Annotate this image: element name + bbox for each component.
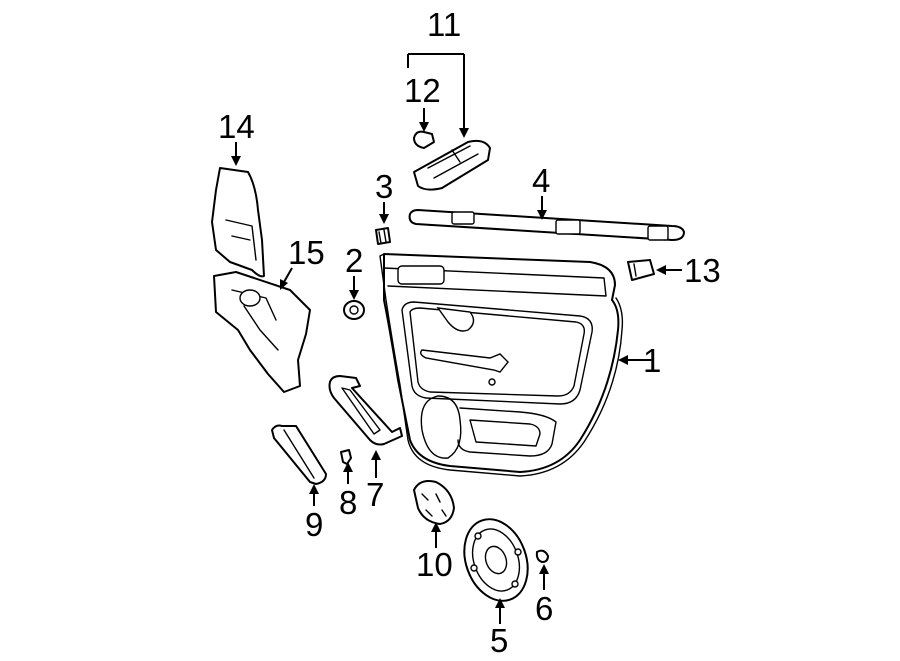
callout-15: 15 (288, 234, 325, 271)
screw-part-8 (340, 449, 352, 465)
callout-13: 13 (684, 252, 721, 289)
switch-part-11 (413, 139, 491, 191)
callout-6: 6 (535, 590, 553, 627)
callout-10: 10 (416, 546, 453, 583)
callout-7: 7 (366, 476, 384, 513)
bulb-part-12 (413, 130, 435, 149)
callout-5: 5 (490, 622, 508, 659)
trim-strip-part-9 (271, 424, 327, 485)
callout-2: 2 (345, 242, 363, 279)
speaker-part-5 (463, 518, 529, 602)
insulator-part-14 (211, 167, 265, 278)
absorber-part-15 (213, 271, 311, 393)
callout-14: 14 (218, 108, 255, 145)
door-trim-panel (379, 253, 624, 477)
callout-1: 1 (643, 342, 661, 379)
callout-9: 9 (305, 506, 323, 543)
callout-3: 3 (375, 168, 393, 205)
retainer-part-13 (627, 259, 655, 281)
handle-bracket-part-7 (328, 375, 403, 446)
callout-12: 12 (404, 72, 441, 109)
callout-11: 11 (427, 6, 461, 43)
leader-lines (231, 53, 682, 624)
grille-part-10 (413, 480, 455, 525)
clip-part-6 (535, 549, 549, 563)
plug-part-3 (375, 227, 391, 245)
callout-8: 8 (339, 484, 357, 521)
callout-labels: 1 2 3 4 5 6 7 8 9 10 11 12 13 14 15 (218, 6, 721, 659)
clip-part-2 (343, 300, 365, 320)
callout-4: 4 (532, 162, 550, 199)
weatherstrip-part-4 (408, 209, 685, 241)
